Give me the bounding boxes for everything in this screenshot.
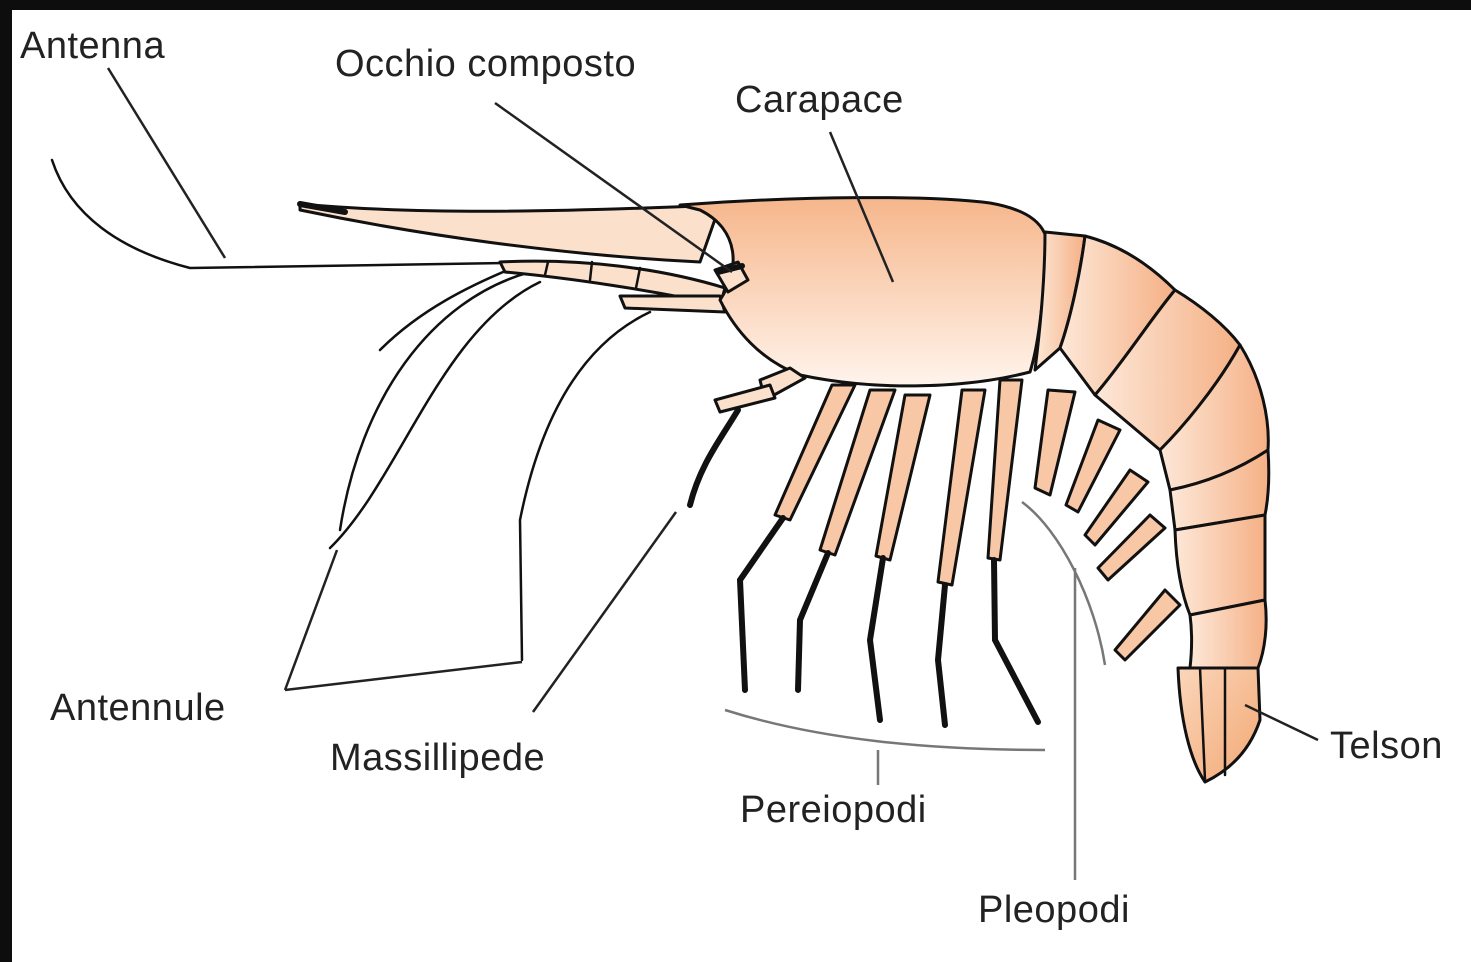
label-telson: Telson xyxy=(1330,725,1443,767)
shrimp-anatomy-diagram: Antenna Occhio composto Carapace Antennu… xyxy=(12,10,1471,962)
label-carapace: Carapace xyxy=(735,79,904,121)
diagram-canvas: Antenna Occhio composto Carapace Antennu… xyxy=(12,10,1471,962)
antennule-shape xyxy=(330,265,650,660)
pleopods-bracket xyxy=(1022,502,1105,880)
pereiopods-shape xyxy=(740,380,1038,725)
maxilliped-leader xyxy=(533,512,676,712)
label-maxilliped: Massillipede xyxy=(330,737,545,779)
abdomen-shape xyxy=(1035,232,1269,668)
label-pereiopods: Pereiopodi xyxy=(740,789,927,831)
label-compound-eye: Occhio composto xyxy=(335,43,636,85)
antenna-leader xyxy=(108,68,225,258)
antennule-leader xyxy=(285,550,522,690)
label-antenna: Antenna xyxy=(20,25,165,67)
rostrum-shape xyxy=(300,204,720,262)
pereiopods-bracket xyxy=(725,710,1045,785)
label-pleopods: Pleopodi xyxy=(978,889,1130,931)
carapace-shape xyxy=(680,198,1048,386)
label-antennule: Antennule xyxy=(50,687,226,729)
telson-shape xyxy=(1178,668,1260,782)
